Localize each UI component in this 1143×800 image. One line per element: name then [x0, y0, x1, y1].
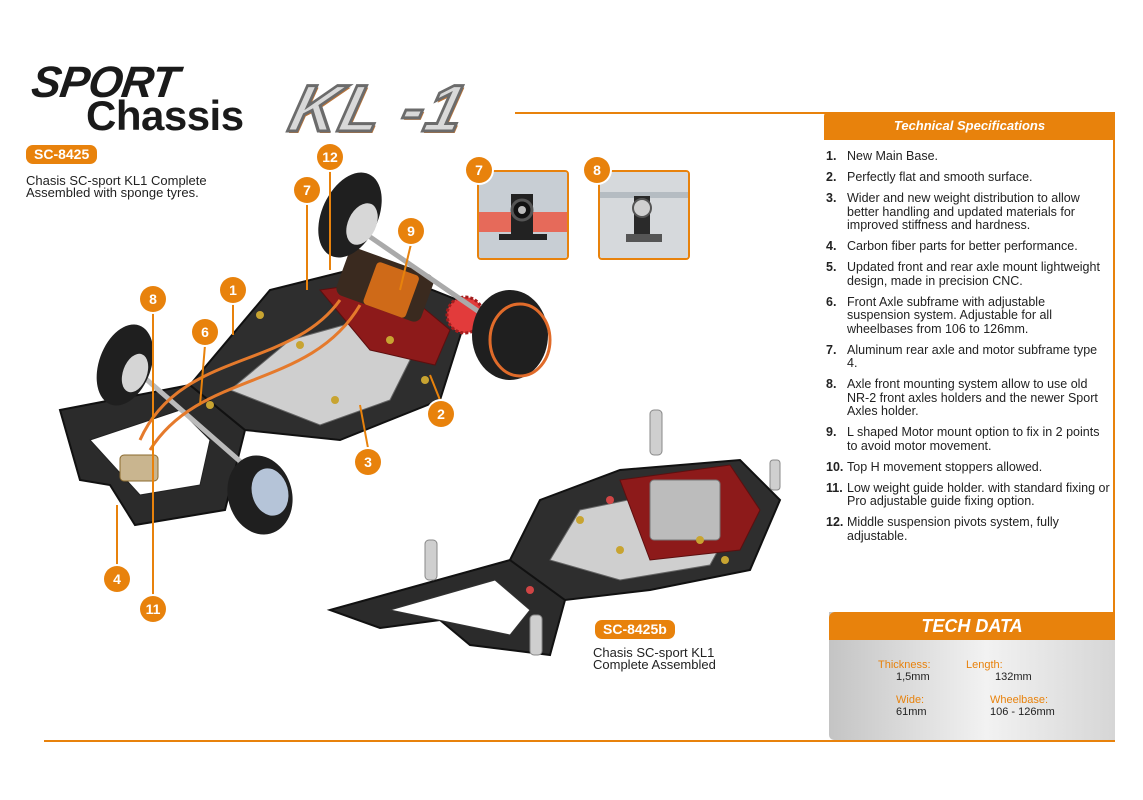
- callout-2: 2: [428, 401, 454, 427]
- spec-text: Aluminum rear axle and motor subframe ty…: [847, 342, 1098, 370]
- product-description-line: Chasis SC-sport KL1: [593, 645, 715, 660]
- spec-text: Front Axle subframe with adjustable susp…: [847, 294, 1052, 336]
- spec-item: 10.Top H movement stoppers allowed.: [826, 459, 1110, 475]
- callout-8: 8: [140, 286, 166, 312]
- spec-number: 4.: [826, 239, 837, 253]
- spec-item: 7. Aluminum rear axle and motor subframe …: [826, 342, 1110, 371]
- wide-label: Wide:: [896, 694, 925, 706]
- logo-chassis: Chassis: [86, 92, 244, 139]
- callout-inset-8: 8: [584, 157, 610, 183]
- spec-text: Top H movement stoppers allowed.: [847, 459, 1043, 474]
- product-code-badge: SC-8425: [26, 145, 98, 164]
- product-description-line: Chasis SC-sport KL1 Complete: [26, 173, 207, 188]
- callout-4: 4: [104, 566, 130, 592]
- spec-text: Axle front mounting system allow to use …: [847, 377, 1098, 418]
- callout-11: 11: [140, 596, 166, 622]
- specs-title: Technical Specifications: [824, 112, 1115, 140]
- spec-item: 1. New Main Base.: [826, 149, 1110, 164]
- chassis-illustration-rolling: [326, 409, 782, 657]
- wheelbase-label: Wheelbase:: [990, 694, 1049, 706]
- callout-inset-7: 7: [466, 157, 492, 183]
- spec-text: L shaped Motor mount option to fix in 2 …: [847, 425, 1100, 453]
- right-rule: [1113, 112, 1115, 612]
- spec-text: Updated front and rear axle mount lightw…: [847, 260, 1100, 288]
- spec-item: 2. Perfectly flat and smooth surface.: [826, 170, 1110, 185]
- spec-text: Low weight guide holder. with standard f…: [847, 480, 1110, 508]
- spec-text: New Main Base.: [847, 149, 939, 163]
- length-value: 132mm: [995, 671, 1032, 683]
- spec-number: 2.: [826, 170, 837, 184]
- tech-data-title: TECH DATA: [829, 612, 1115, 640]
- callout-12: 12: [317, 144, 343, 170]
- product-description-line: Assembled with sponge tyres.: [26, 185, 199, 200]
- wide-value: 61mm: [896, 706, 927, 718]
- callout-6: 6: [192, 319, 218, 345]
- spec-text: Perfectly flat and smooth surface.: [847, 170, 1033, 184]
- callout-3: 3: [355, 449, 381, 475]
- spec-item: 12.Middle suspension pivots system, full…: [826, 515, 1110, 543]
- spec-number: 5.: [826, 260, 837, 274]
- spec-text: Middle suspension pivots system, fully a…: [847, 515, 1059, 543]
- spec-number: 12.: [826, 515, 844, 529]
- product-description-line: Complete Assembled: [593, 657, 716, 672]
- callout-9: 9: [398, 218, 424, 244]
- spec-item: 5. Updated front and rear axle mount ligh…: [826, 260, 1110, 288]
- callout-leader-lines: [116, 170, 441, 600]
- spec-number: 10.: [826, 459, 844, 474]
- rear-axle-mount-image: [479, 172, 567, 258]
- detail-inset-8: [598, 170, 690, 260]
- spec-item: 11. Low weight guide holder. with standar…: [826, 480, 1110, 509]
- spec-number: 7.: [826, 342, 837, 357]
- spec-text: Wider and new weight distribution to all…: [847, 191, 1080, 232]
- thickness-value: 1,5mm: [896, 671, 930, 683]
- specs-list: 1. New Main Base. 2. Perfectly flat and sm…: [826, 149, 1110, 551]
- callout-1: 1: [220, 277, 246, 303]
- product-code-badge: SC-8425b: [595, 620, 675, 639]
- spec-number: 1.: [826, 149, 837, 163]
- chassis-illustration-assembled: [58, 172, 552, 535]
- top-rule: [515, 112, 1115, 114]
- spec-item: 6. Front Axle subframe with adjustable su…: [826, 294, 1110, 337]
- spec-text: Carbon fiber parts for better performanc…: [847, 239, 1078, 253]
- spec-item: 9. L shaped Motor mount option to fix in …: [826, 425, 1110, 453]
- spec-number: 11.: [826, 480, 843, 495]
- spec-number: 9.: [826, 425, 837, 439]
- detail-inset-7: [477, 170, 569, 260]
- length-label: Length:: [966, 659, 1003, 671]
- product-description: Chasis SC-sport KL1 Complete Assembled: [593, 645, 716, 672]
- spec-item: 4. Carbon fiber parts for better performa…: [826, 239, 1110, 254]
- spec-number: 6.: [826, 294, 837, 309]
- spec-item: 3. Wider and new weight distribution to a…: [826, 191, 1110, 233]
- spec-item: 8. Axle front mounting system allow to us…: [826, 377, 1110, 419]
- thickness-label: Thickness:: [878, 659, 931, 671]
- bottom-rule: [44, 740, 1115, 742]
- front-axle-mount-image: [600, 172, 688, 258]
- spec-number: 3.: [826, 191, 837, 205]
- wheelbase-value: 106 - 126mm: [990, 706, 1055, 718]
- callout-7: 7: [294, 177, 320, 203]
- product-description: Chasis SC-sport KL1 Complete Assembled w…: [26, 173, 207, 200]
- spec-number: 8.: [826, 377, 837, 391]
